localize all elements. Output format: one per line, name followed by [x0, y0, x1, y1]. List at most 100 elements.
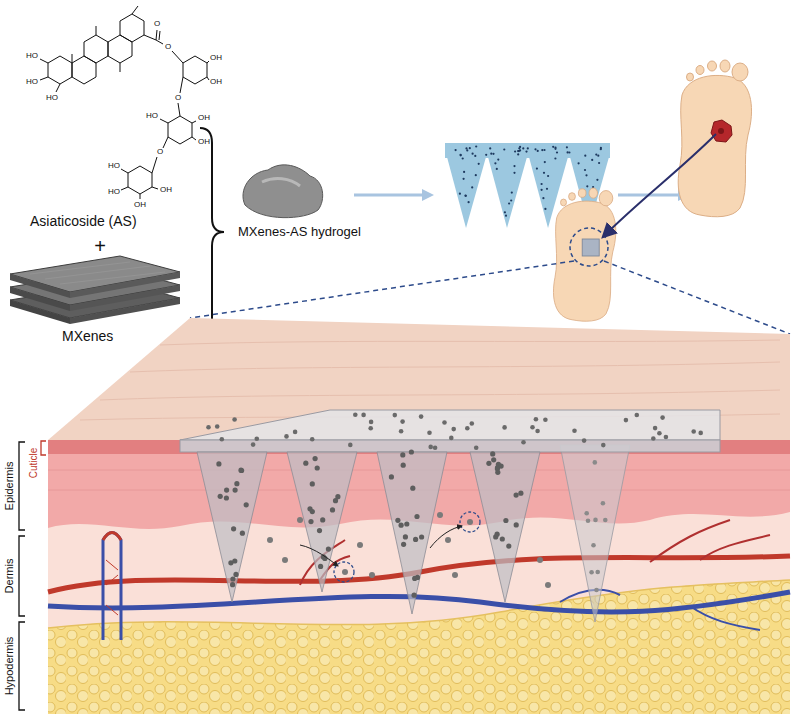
nanosheet-dot [232, 558, 237, 563]
asiaticoside-structure [40, 6, 209, 199]
nanosheet-dot [433, 445, 438, 450]
nanosheet-dot [452, 572, 458, 578]
nanosheet-dot [215, 424, 220, 429]
nanosheet-dot [310, 437, 315, 442]
nanosheet-dot [517, 153, 519, 155]
nanosheet-dot [544, 161, 546, 163]
nanosheet-dot [491, 457, 496, 462]
nanosheet-dot [368, 426, 373, 431]
nanosheet-dot [586, 518, 591, 523]
nanosheet-dot [492, 153, 494, 155]
nanosheet-dot [595, 154, 597, 156]
nanosheet-dot [310, 509, 315, 514]
layer-label: Dermis [3, 559, 15, 594]
nanosheet-dot [486, 461, 491, 466]
nanosheet-dot [233, 572, 238, 577]
nanosheet-dot [572, 428, 577, 433]
atom-label: OH [210, 78, 222, 87]
nanosheet-dot [546, 188, 548, 190]
nanosheet-dot [353, 412, 358, 417]
nanosheet-dot [517, 150, 519, 152]
nanosheet-dot [502, 425, 507, 430]
nanosheet-dot [475, 174, 477, 176]
nanosheet-dot [660, 415, 665, 420]
nanosheet-dot [508, 202, 510, 204]
nanosheet-dot [464, 195, 466, 197]
nanosheet-dot [530, 425, 535, 430]
atom-label: O [154, 20, 160, 29]
nanosheet-dot [330, 507, 335, 512]
nanosheet-dot [504, 211, 506, 213]
nanosheet-dot [361, 413, 366, 418]
layer-label: Hypodermis [3, 637, 15, 696]
nanosheet-dot [403, 534, 408, 539]
nanosheet-dot [409, 449, 414, 454]
foot [678, 60, 751, 217]
nanosheet-dot [475, 145, 477, 147]
nanosheet-dot [318, 564, 323, 569]
nanosheet-dot [395, 518, 400, 523]
nanosheet-dot [465, 147, 467, 149]
nanosheet-dot [467, 519, 473, 525]
atom-label: HO [108, 162, 120, 171]
nanosheet-dot [541, 183, 543, 185]
nanosheet-dot [455, 149, 457, 151]
nanosheet-dot [584, 511, 589, 516]
diffusion-arrow [430, 526, 462, 548]
nanosheet-dot [535, 429, 540, 434]
microneedle-patch [180, 410, 720, 622]
nanosheet-dot [465, 426, 470, 431]
nanosheet-dot [445, 537, 451, 543]
nanosheet-dot [552, 146, 554, 148]
zoom-line [190, 261, 574, 318]
compound-label: Asiaticoside (AS) [30, 214, 137, 229]
zoom-line [604, 261, 790, 334]
nanosheet-dot [267, 537, 273, 543]
nanosheet-dot [468, 201, 470, 203]
nanosheet-dot [232, 417, 237, 422]
nanosheet-dot [537, 557, 543, 563]
zoom-circle [570, 228, 608, 266]
atom-label: OH [210, 54, 222, 63]
diffusion-arrow [300, 545, 338, 566]
layer-bracket [19, 442, 25, 710]
nanosheet-dot [585, 174, 587, 176]
atom-label: HO [26, 52, 38, 61]
nanosheet-dot [460, 154, 462, 156]
nanosheet-dot [499, 464, 504, 469]
nanosheet-dot [348, 443, 353, 448]
nanosheet-dot [547, 175, 549, 177]
nanosheet-dot [401, 463, 406, 468]
nanosheet-dot [466, 149, 468, 151]
nanosheet-dot [698, 431, 703, 436]
nanosheet-dot [593, 518, 598, 523]
nanosheet-dot [542, 197, 544, 199]
brace [200, 128, 224, 336]
nanosheet-dot [474, 445, 479, 450]
atom-label: OH [160, 186, 172, 195]
nanosheet-dot [238, 468, 243, 473]
atom-label: O [157, 148, 163, 157]
nanosheet-dot [545, 582, 551, 588]
layer-label: Cuticle [28, 448, 39, 479]
nanosheet-dot [496, 168, 498, 170]
nanosheet-dot [293, 430, 298, 435]
nanosheet-dot [218, 494, 223, 499]
nanosheet-dot [320, 517, 325, 522]
nanosheet-dot [254, 437, 259, 442]
atom-label: OH [134, 201, 146, 210]
nanosheet-dot [400, 452, 405, 457]
nanosheet-dot [335, 494, 340, 499]
nanosheet-dot [584, 169, 586, 171]
nanosheet-dot [514, 150, 516, 152]
nanosheet-dot [556, 151, 558, 153]
nanosheet-dot [598, 162, 600, 164]
nanosheet-dot [554, 148, 556, 150]
nanosheet-dot [459, 193, 461, 195]
nanosheet-dot [691, 429, 696, 434]
nanosheet-dot [513, 165, 515, 167]
nanosheet-dot [651, 436, 656, 441]
nanosheet-dot [635, 413, 640, 418]
